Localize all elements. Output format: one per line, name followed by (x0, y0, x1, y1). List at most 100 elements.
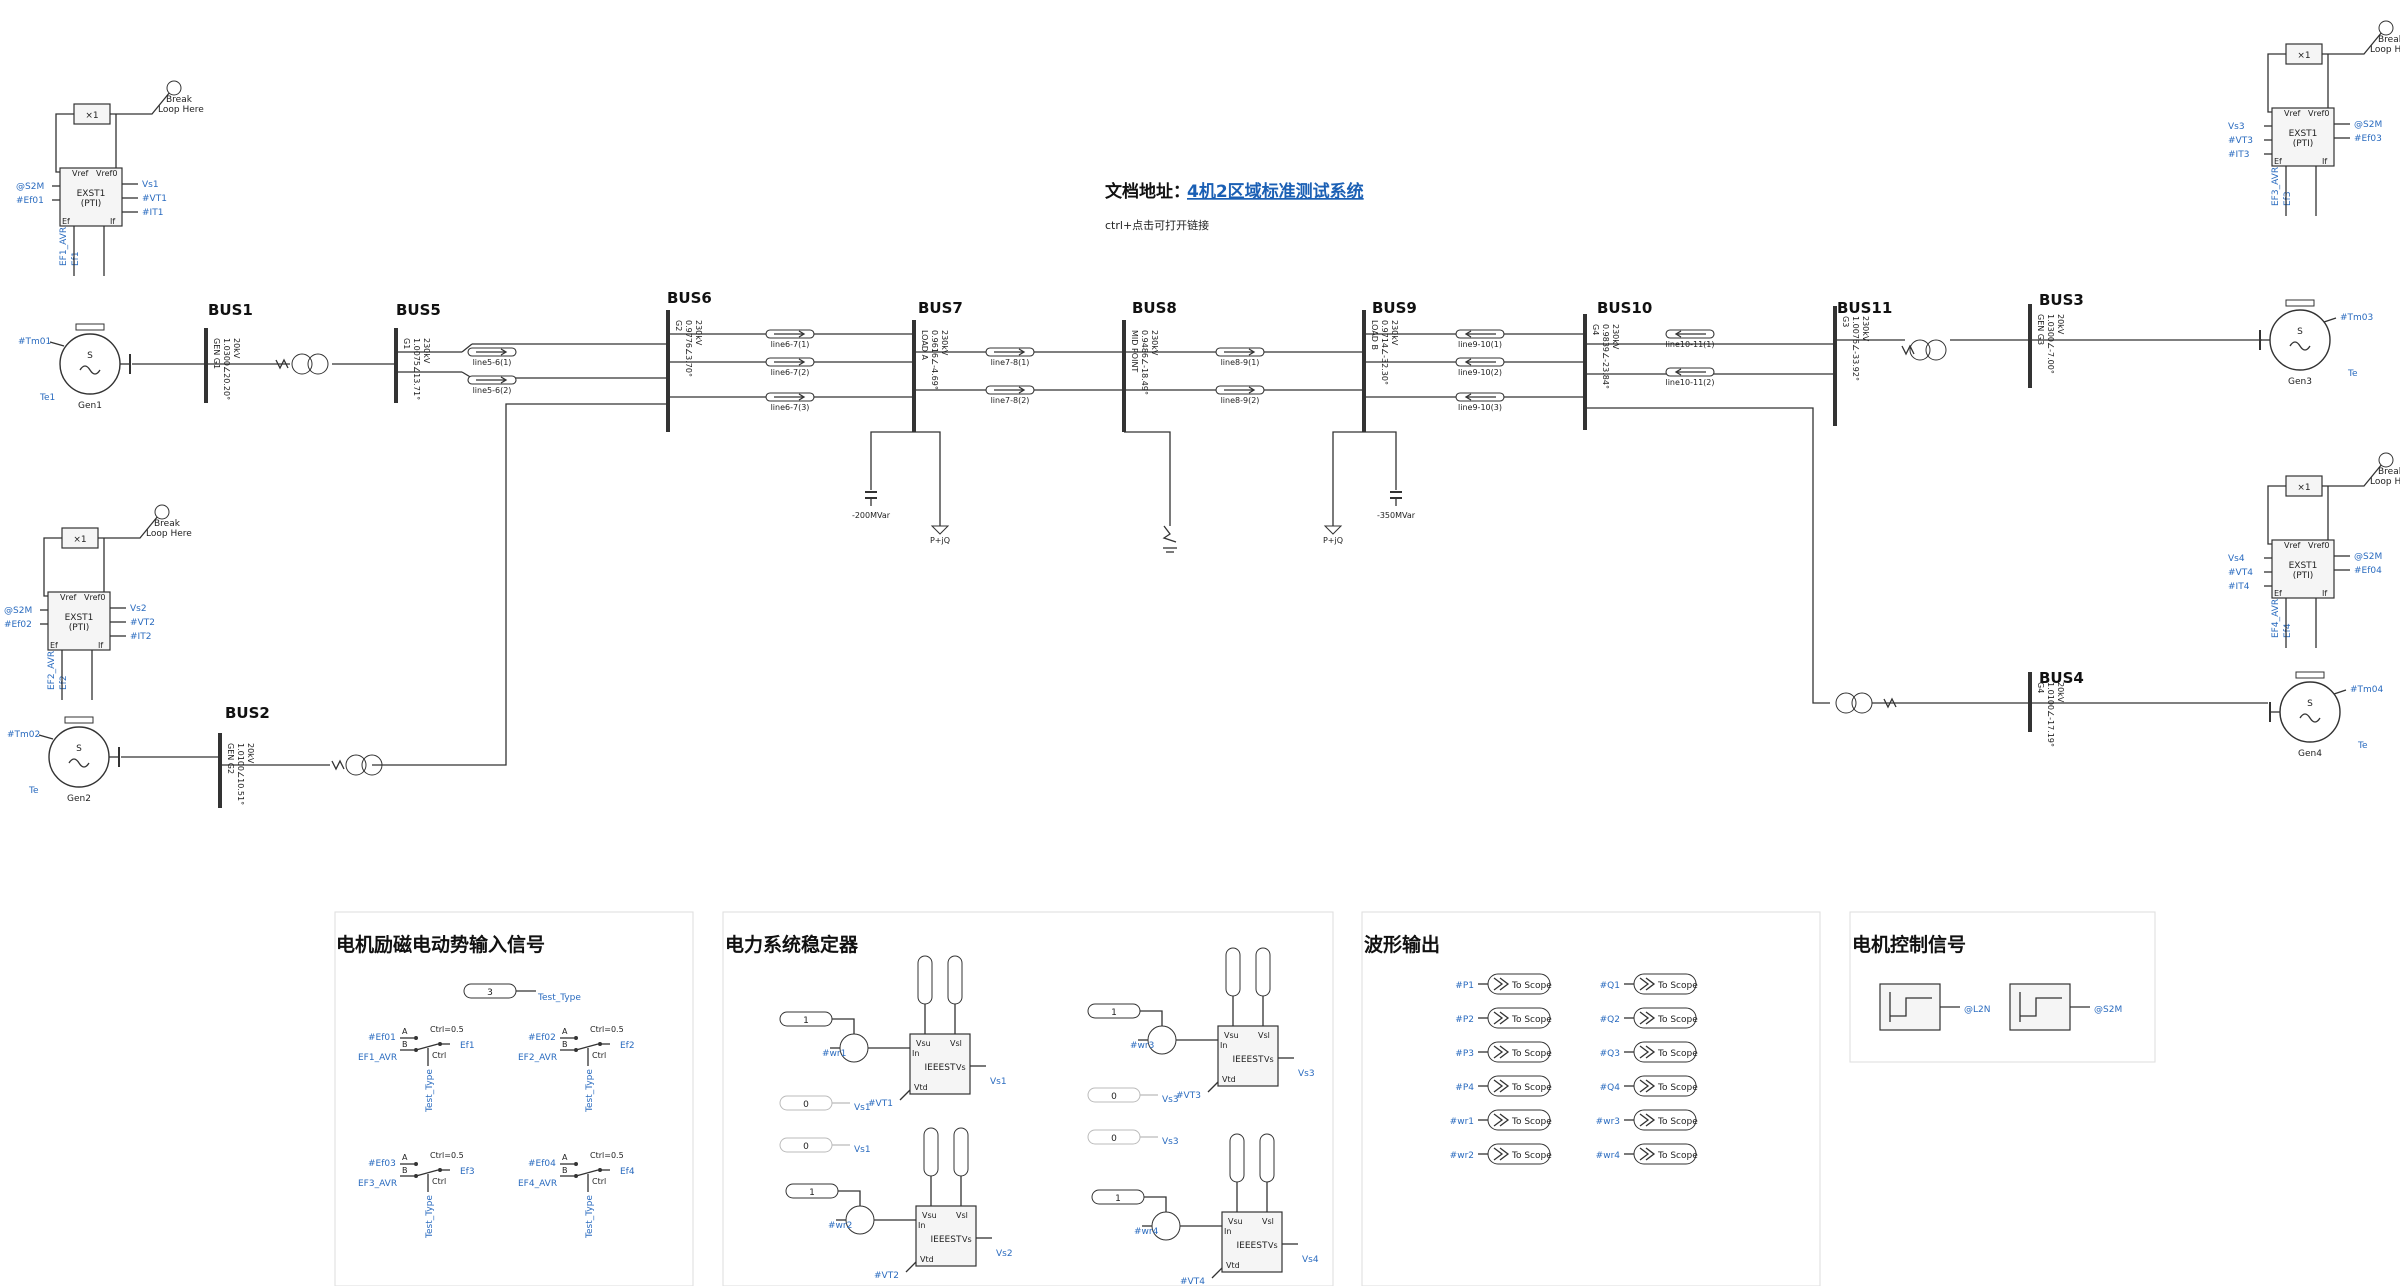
line-line8-9(2)[interactable]: line8-9(2) (1215, 385, 1265, 405)
switch-ctrl: Ctrl=0.5 (430, 1151, 464, 1160)
bus-label: BUS4 (2039, 669, 2084, 687)
panel-ctrl: 电机控制信号 @L2N @S2M (1849, 911, 2156, 1063)
generator-label: Gen1 (78, 401, 102, 411)
line-line8-9(1)[interactable]: line8-9(1) (1215, 347, 1265, 367)
line-line6-7(2)[interactable]: line6-7(2) (765, 357, 815, 377)
line-line9-10(2)[interactable]: line9-10(2) (1455, 357, 1505, 377)
bus-kv: 230kV (1861, 316, 1870, 342)
pss-zero-const: 0 (1111, 1092, 1117, 1102)
exciter-subtitle: (PTI) (81, 199, 102, 209)
bus-kv: 230kV (1611, 324, 1620, 350)
pss-vt: #VT2 (874, 1271, 899, 1281)
transformer-bus2-bus6[interactable] (331, 754, 383, 776)
exciter-input: @S2M (4, 606, 32, 616)
pss-pin: In (918, 1221, 925, 1230)
pss-input: #wr2 (828, 1221, 852, 1231)
load[interactable]: P+jQ (1323, 525, 1343, 545)
transformer-bus11-bus3[interactable] (1901, 339, 1947, 361)
line-line9-10(3)[interactable]: line9-10(3) (1455, 392, 1505, 412)
switch-pin-b: B (402, 1040, 408, 1049)
pss-pin: Vsl (1262, 1217, 1274, 1226)
line-label: line9-10(2) (1458, 368, 1502, 377)
doc-link[interactable]: 4机2区域标准测试系统 (1187, 181, 1364, 202)
step-block[interactable]: @L2N (1879, 983, 1990, 1031)
pss-pin: Vtd (1222, 1075, 1236, 1084)
panel-pss-title: 电力系统稳定器 (725, 933, 859, 956)
exciter-subtitle: (PTI) (2293, 139, 2314, 149)
transformer-bus1-bus5[interactable] (275, 353, 329, 375)
scope-signal: #P2 (1455, 1015, 1474, 1025)
exciter-subtitle: (PTI) (69, 623, 90, 633)
bus-gen-label: G2 (674, 320, 683, 331)
exciter-pin: Vref0 (96, 169, 117, 178)
scope-signal: #P1 (1455, 981, 1474, 991)
line-line7-8(1)[interactable]: line7-8(1) (985, 347, 1035, 367)
load[interactable]: P+jQ (930, 525, 950, 545)
line-line5-6(1)[interactable]: line5-6(1) (467, 347, 517, 367)
line-line9-10(1)[interactable]: line9-10(1) (1455, 329, 1505, 349)
switch-input-b: EF1_AVR (358, 1053, 397, 1063)
panel-ctrl-title: 电机控制信号 (1852, 933, 1966, 956)
line-line10-11(1)[interactable]: line10-11(1) (1665, 329, 1715, 349)
exciter-title: EXST1 (65, 613, 94, 623)
line-line7-8(2)[interactable]: line7-8(2) (985, 385, 1035, 405)
exciter-subtitle: (PTI) (2293, 571, 2314, 581)
exciter-ef: Ef1 (71, 251, 81, 266)
line-label: line10-11(2) (1665, 378, 1714, 387)
break-loop-label: Loop Here (158, 105, 204, 115)
shunt-capacitor[interactable]: -200MVar (852, 491, 891, 520)
scope-label: To Scope (1657, 1151, 1698, 1161)
shunt-capacitor[interactable]: -350MVar (1377, 491, 1416, 520)
line-line6-7(1)[interactable]: line6-7(1) (765, 329, 815, 349)
exciter-input: #Ef02 (4, 620, 32, 630)
step-block[interactable]: @S2M (2009, 983, 2122, 1031)
transformer-bus10-bus4[interactable] (1835, 692, 1897, 714)
pss-pin: Vsl (1258, 1031, 1270, 1040)
pss-pin: Vsl (956, 1211, 968, 1220)
line-line5-6(2)[interactable]: line5-6(2) (467, 375, 517, 395)
scope-signal: #Q3 (1600, 1049, 1620, 1059)
line-line10-11(2)[interactable]: line10-11(2) (1665, 367, 1715, 387)
line-line6-7(3)[interactable]: line6-7(3) (765, 392, 815, 412)
